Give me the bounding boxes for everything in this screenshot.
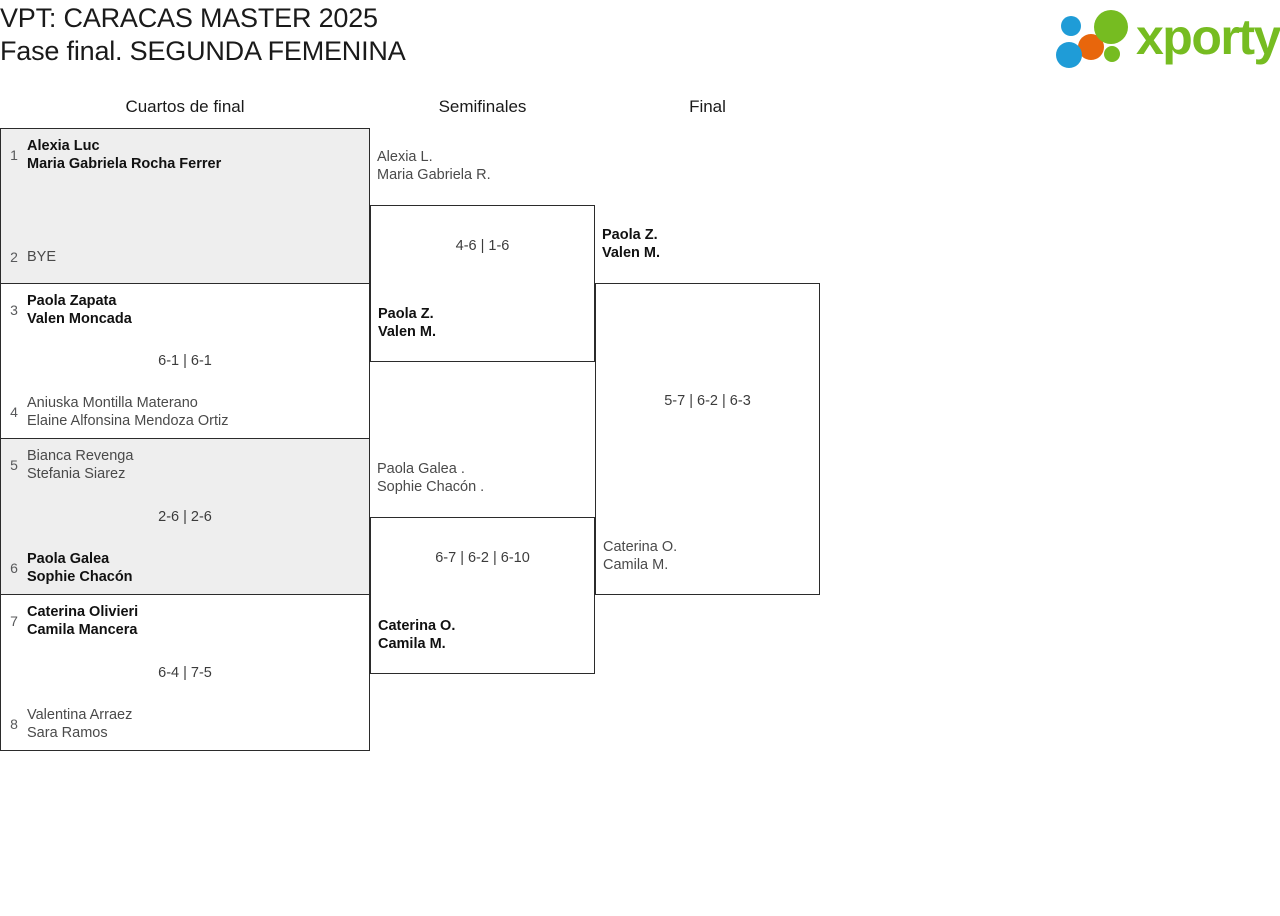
seed-number: 7 [10, 613, 18, 629]
match-score: 4-6 | 1-6 [455, 238, 510, 254]
seed-number: 8 [10, 716, 18, 732]
match-slot-top[interactable]: 3 Paola Zapata Valen Moncada [1, 284, 369, 336]
blue-dot-top-icon [1061, 16, 1081, 36]
player-name-1: BYE [27, 249, 57, 265]
match-slot-bottom[interactable]: 8 Valentina Arraez Sara Ramos [1, 698, 369, 750]
logo-wordmark: xporty [1136, 9, 1280, 65]
match-slot-top[interactable]: 7 Caterina Olivieri Camila Mancera [1, 595, 369, 647]
player-name-1: Valentina Arraez [27, 707, 133, 723]
player-name-2: Maria Gabriela Rocha Ferrer [27, 156, 222, 172]
sf1-top-team: Alexia L. Maria Gabriela R. [377, 148, 491, 184]
sf2-bottom-team: Caterina O. Camila M. [378, 617, 455, 653]
player-name-1: Alexia Luc [27, 138, 100, 154]
team-names: Paola Zapata Valen Moncada [27, 292, 369, 328]
team-names: Paola Galea Sophie Chacón [27, 550, 369, 586]
round-header-quarterfinals: Cuartos de final [125, 97, 245, 116]
match-score: 6-4 | 7-5 [158, 664, 212, 681]
sf2-top-team: Paola Galea . Sophie Chacón . [377, 460, 484, 496]
player-name-1: Paola Galea [27, 551, 110, 567]
match-qf-3[interactable]: 5 Bianca Revenga Stefania Siarez 2-6 | 2… [0, 439, 370, 595]
team-names: Caterina Olivieri Camila Mancera [27, 603, 369, 639]
player-name-1: Caterina O. [603, 539, 678, 555]
player-name-2: Valen M. [602, 245, 661, 261]
match-score: 2-6 | 2-6 [158, 508, 212, 525]
match-slot-top[interactable]: 1 Alexia Luc Maria Gabriela Rocha Ferrer [1, 129, 369, 181]
team-names: Valentina Arraez Sara Ramos [27, 706, 369, 742]
player-name-2: Camila M. [603, 557, 669, 573]
player-name-1: Paola Zapata [27, 293, 117, 309]
seed-number: 5 [10, 457, 18, 473]
player-name-1: Aniuska Montilla Materano [27, 395, 198, 411]
match-qf-1[interactable]: 1 Alexia Luc Maria Gabriela Rocha Ferrer… [0, 128, 370, 284]
player-name-1: Paola Galea . [377, 461, 465, 477]
player-name-2: Valen M. [378, 324, 437, 340]
match-slot-top[interactable]: 5 Bianca Revenga Stefania Siarez [1, 439, 369, 491]
player-name-1: Bianca Revenga [27, 448, 134, 464]
logo-dots [1056, 10, 1136, 68]
match-slot-bottom[interactable]: 4 Aniuska Montilla Materano Elaine Alfon… [1, 386, 369, 438]
player-name-2: Sophie Chacón . [377, 479, 485, 495]
player-name-2: Camila Mancera [27, 622, 138, 638]
match-qf-2[interactable]: 3 Paola Zapata Valen Moncada 6-1 | 6-1 4… [0, 284, 370, 439]
team-names: Bianca Revenga Stefania Siarez [27, 447, 369, 483]
player-name-1: Paola Z. [378, 306, 434, 322]
seed-number: 1 [10, 147, 18, 163]
player-name-2: Sophie Chacón [27, 569, 133, 585]
player-name-2: Valen Moncada [27, 311, 132, 327]
team-names: BYE [27, 248, 369, 266]
final-top-team: Paola Z. Valen M. [602, 226, 660, 262]
player-name-1: Paola Z. [602, 227, 658, 243]
seed-number: 2 [10, 249, 18, 265]
xporty-logo: xporty [1048, 8, 1280, 68]
player-name-1: Alexia L. [377, 149, 433, 165]
player-name-2: Camila M. [378, 636, 446, 652]
bracket: 1 Alexia Luc Maria Gabriela Rocha Ferrer… [0, 128, 1280, 768]
final-bottom-team: Caterina O. Camila M. [603, 538, 677, 574]
green-dot-small-icon [1104, 46, 1120, 62]
match-slot-bottom[interactable]: 2 BYE [1, 231, 369, 283]
match-score: 5-7 | 6-2 | 6-3 [664, 393, 751, 409]
match-score: 6-1 | 6-1 [158, 353, 212, 369]
seed-number: 4 [10, 404, 18, 420]
sf1-bottom-team: Paola Z. Valen M. [378, 305, 436, 341]
player-name-1: Caterina Olivieri [27, 604, 139, 620]
round-header-final: Final [689, 97, 726, 116]
match-sf-2[interactable]: 6-7 | 6-2 | 6-10 Caterina O. Camila M. [370, 517, 595, 674]
player-name-2: Stefania Siarez [27, 466, 126, 482]
round-header-semifinals: Semifinales [438, 97, 527, 116]
team-names: Alexia Luc Maria Gabriela Rocha Ferrer [27, 137, 369, 173]
player-name-1: Caterina O. [378, 618, 456, 634]
match-score: 6-7 | 6-2 | 6-10 [435, 550, 530, 566]
player-name-2: Sara Ramos [27, 725, 108, 741]
blue-dot-bottom-icon [1056, 42, 1082, 68]
green-dot-large-icon [1094, 10, 1128, 44]
player-name-2: Maria Gabriela R. [377, 167, 491, 183]
seed-number: 6 [10, 560, 18, 576]
match-final[interactable]: 5-7 | 6-2 | 6-3 Caterina O. Camila M. [595, 283, 820, 595]
match-sf-1[interactable]: 4-6 | 1-6 Paola Z. Valen M. [370, 205, 595, 362]
page-title: VPT: CARACAS MASTER 2025 Fase final. SEG… [0, 3, 406, 66]
player-name-2: Elaine Alfonsina Mendoza Ortiz [27, 413, 229, 429]
team-names: Aniuska Montilla Materano Elaine Alfonsi… [27, 394, 369, 430]
match-qf-4[interactable]: 7 Caterina Olivieri Camila Mancera 6-4 |… [0, 595, 370, 751]
seed-number: 3 [10, 302, 18, 318]
match-slot-bottom[interactable]: 6 Paola Galea Sophie Chacón [1, 542, 369, 594]
